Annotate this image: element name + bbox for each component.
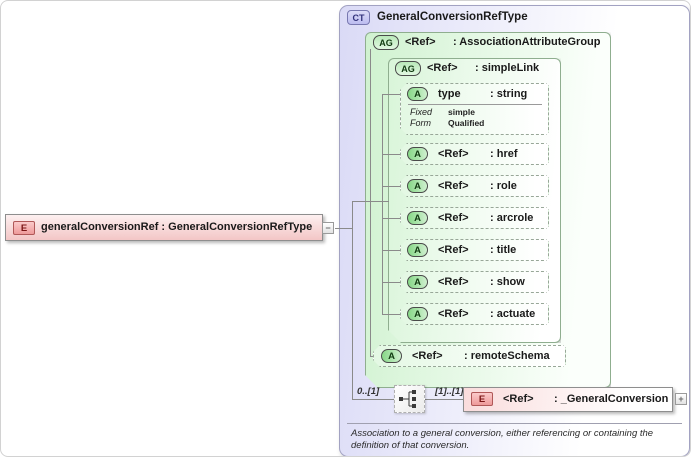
attribute-name: <Ref> xyxy=(438,212,469,224)
expand-icon[interactable]: + xyxy=(675,393,687,405)
attribute-datatype: : href xyxy=(490,148,518,160)
collapse-icon[interactable]: − xyxy=(322,222,334,234)
attribute-datatype: : show xyxy=(490,276,525,288)
attribute-role[interactable] xyxy=(400,175,549,197)
attribute-name: <Ref> xyxy=(438,180,469,192)
attribute-arcrole[interactable] xyxy=(400,207,549,229)
simplelink-group-name: <Ref> xyxy=(427,62,458,74)
attribute-show[interactable] xyxy=(400,271,549,293)
attribute-datatype: : arcrole xyxy=(490,212,534,224)
connector-stub-role xyxy=(382,186,400,187)
child-element-type: : _GeneralConversion xyxy=(554,393,669,405)
cardinality-right: [1]..[1] xyxy=(435,386,464,397)
sequence-icon xyxy=(399,390,416,408)
attribute-badge: A xyxy=(407,243,428,257)
attribute-badge: A xyxy=(407,179,428,193)
source-element-box[interactable] xyxy=(5,214,323,241)
connector-source-feed xyxy=(335,228,352,229)
sequence-compositor[interactable] xyxy=(394,385,425,413)
connector-inner-group-tree xyxy=(382,94,383,315)
simplelink-group-type: : simpleLink xyxy=(475,62,540,74)
child-element-name: <Ref> xyxy=(503,393,534,405)
source-element-label: generalConversionRef : GeneralConversion… xyxy=(41,221,313,233)
connector-stub-arcrole xyxy=(382,218,400,219)
attribute-badge: A xyxy=(407,147,428,161)
attribute-name: <Ref> xyxy=(438,276,469,288)
attribute-href[interactable] xyxy=(400,143,549,165)
facet-separator xyxy=(408,104,542,105)
attribute-name: <Ref> xyxy=(412,350,443,362)
attribute-datatype: : actuate xyxy=(490,308,536,320)
connector-stub-title xyxy=(382,250,400,251)
connector-stub-href xyxy=(382,154,400,155)
annotation-separator xyxy=(347,423,682,424)
attribute-group-badge: AG xyxy=(373,35,399,50)
attribute-badge: A xyxy=(407,275,428,289)
facet-form-label: Form xyxy=(410,118,431,128)
element-badge: E xyxy=(471,392,493,406)
attribute-actuate[interactable] xyxy=(400,303,549,325)
attribute-name: <Ref> xyxy=(438,308,469,320)
attribute-group-type: : AssociationAttributeGroup xyxy=(453,36,601,48)
attribute-group-name: <Ref> xyxy=(405,36,436,48)
attribute-datatype: : title xyxy=(490,244,517,256)
attribute-badge: A xyxy=(407,87,428,101)
facet-fixed-value: simple xyxy=(448,107,475,117)
attribute-remoteschema[interactable] xyxy=(373,345,566,367)
complex-type-badge: CT xyxy=(347,10,370,25)
connector-stub-show xyxy=(382,282,400,283)
child-element-box[interactable] xyxy=(463,387,673,412)
connector-stub-actuate xyxy=(382,314,400,315)
attribute-type-name: type xyxy=(438,88,461,100)
attribute-datatype: : remoteSchema xyxy=(464,350,550,362)
attribute-badge: A xyxy=(407,211,428,225)
connector-sequence-to-element xyxy=(425,399,463,400)
attribute-title[interactable] xyxy=(400,239,549,261)
attribute-name: <Ref> xyxy=(438,244,469,256)
attribute-type-datatype: : string xyxy=(490,88,528,100)
connector-branch-sequence xyxy=(352,399,394,400)
attribute-name: <Ref> xyxy=(438,148,469,160)
element-badge: E xyxy=(13,221,35,235)
facet-form-value: Qualified xyxy=(448,118,485,128)
attribute-badge: A xyxy=(407,307,428,321)
attribute-datatype: : role xyxy=(490,180,517,192)
connector-outer-group-tree xyxy=(370,49,371,356)
simplelink-group-badge: AG xyxy=(395,61,421,76)
cardinality-left: 0..[1] xyxy=(357,386,380,397)
connector-stub-type xyxy=(382,94,400,95)
complex-type-title: GeneralConversionRefType xyxy=(377,11,528,23)
attribute-badge: A xyxy=(381,349,402,363)
annotation-text: Association to a general conversion, eit… xyxy=(351,428,654,451)
connector-trunk xyxy=(352,201,353,400)
facet-fixed-label: Fixed xyxy=(410,107,433,117)
